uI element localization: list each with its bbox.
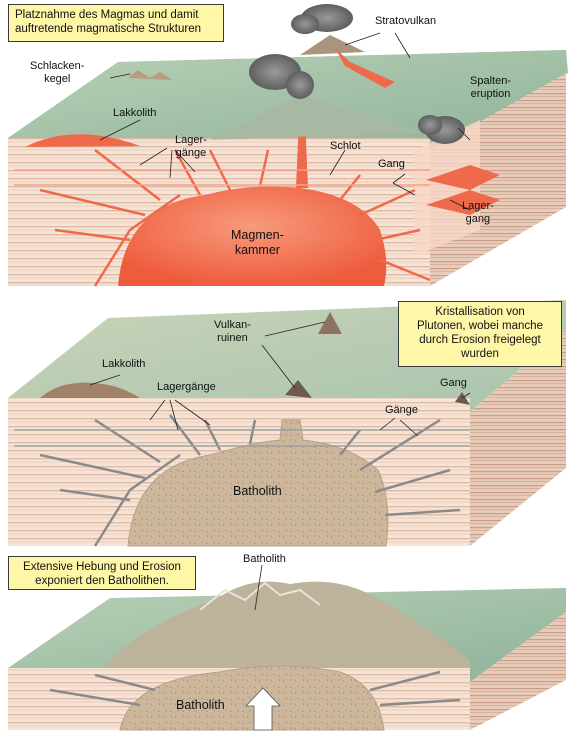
label-lagergang: Lager- gang (462, 200, 494, 226)
label-stratovulkan: Stratovulkan (375, 15, 436, 28)
label-lagergaenge-2: Lagergänge (157, 381, 216, 394)
label-batholith-top: Batholith (243, 553, 286, 566)
label-schlackenkegel: Schlacken- kegel (30, 60, 84, 86)
label-batholith-block: Batholith (176, 698, 225, 713)
label-lagergaenge-1: Lager- gänge (175, 134, 207, 160)
label-gaenge: Gänge (385, 404, 418, 417)
label-lakkolith-1: Lakkolith (113, 107, 156, 120)
panel-1 (8, 4, 568, 286)
panel3-caption: Extensive Hebung und Erosion exponiert d… (8, 556, 196, 590)
label-batholith-2: Batholith (233, 484, 282, 499)
label-vulkanruinen: Vulkan- ruinen (214, 319, 251, 345)
label-gang-1: Gang (378, 158, 405, 171)
label-schlot: Schlot (330, 140, 361, 153)
label-magmenkammer: Magmen- kammer (231, 228, 284, 258)
label-spalteneruption: Spalten- eruption (470, 75, 511, 101)
panel2-caption: Kristallisation von Plutonen, wobei manc… (398, 301, 562, 367)
panel1-stratovulkan (300, 35, 365, 55)
label-gang-2: Gang (440, 377, 467, 390)
panel1-caption: Platznahme des Magmas und damit auftrete… (8, 4, 224, 42)
label-lakkolith-2: Lakkolith (102, 358, 145, 371)
